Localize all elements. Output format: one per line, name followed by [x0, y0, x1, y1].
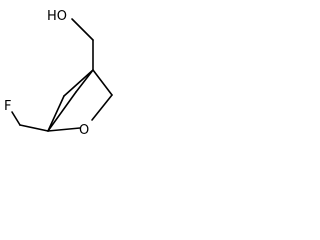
molecule-structure: HO F O	[4, 9, 113, 138]
structure-canvas: HO F O	[0, 0, 134, 157]
bond-bridge-c2	[47, 91, 77, 132]
bond-o-c2	[47, 127, 81, 132]
bond-c2-ch2f	[19, 124, 49, 132]
bond-c1-ch2-ring	[92, 69, 113, 96]
fluorine-label: F	[4, 99, 11, 114]
bond-c1-ch2-a	[63, 69, 94, 97]
bond-ch2-a-c2	[47, 95, 65, 132]
hydroxyl-label: HO	[47, 9, 67, 24]
bond-ch2-f	[11, 111, 21, 126]
bond-c1-ch2-bridge	[75, 69, 94, 93]
bond-ch2-o-hydroxyl	[71, 18, 94, 41]
bond-ch2-ring-o	[91, 94, 113, 121]
ring-oxygen-label: O	[79, 123, 89, 138]
